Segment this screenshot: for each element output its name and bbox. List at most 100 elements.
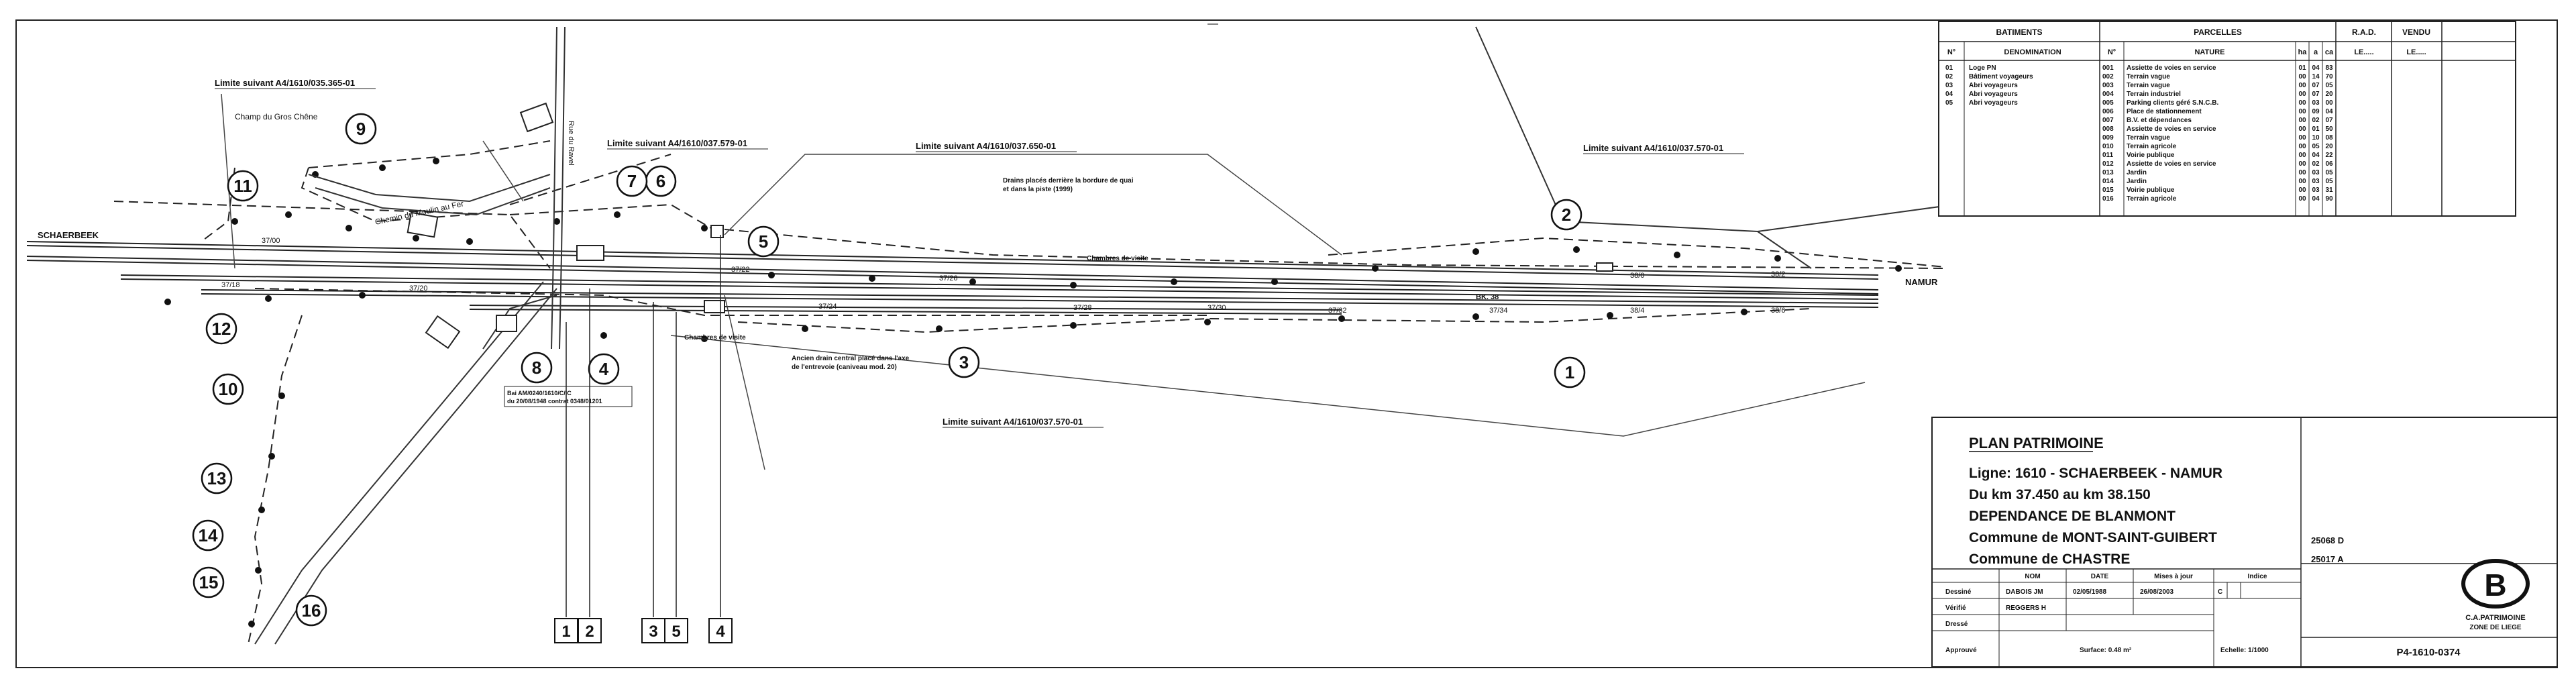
legend-cell: 013 bbox=[2102, 169, 2114, 176]
legend-cell: 07 bbox=[2312, 82, 2320, 89]
building-small bbox=[710, 225, 724, 238]
legend-cell: 14 bbox=[2312, 73, 2320, 81]
sign-role: Vérifié bbox=[1945, 604, 1966, 612]
legend-cell: Abri voyageurs bbox=[1969, 82, 2018, 89]
legend-cell: 05 bbox=[2325, 169, 2333, 176]
legend-n: N° bbox=[2108, 48, 2116, 56]
legend-cell: 00 bbox=[2298, 91, 2306, 98]
parcel-marker: 12 bbox=[205, 313, 237, 345]
note-ancien: Ancien drain central placé dans l'axe bbox=[792, 355, 910, 362]
legend-batiments: BATIMENTS bbox=[1996, 28, 2042, 37]
legend-cell: 02 bbox=[2312, 160, 2320, 168]
label-rue: Rue du Ravel bbox=[567, 121, 575, 166]
legend-cell: 20 bbox=[2325, 143, 2333, 150]
limit-label: Limite suivant A4/1610/037.579-01 bbox=[607, 138, 747, 148]
legend-cell: 83 bbox=[2325, 64, 2333, 72]
building-sw bbox=[425, 315, 461, 350]
legend-cell: 00 bbox=[2298, 178, 2306, 185]
legend-cell: 00 bbox=[2298, 169, 2306, 176]
legend-cell: 04 bbox=[2325, 108, 2333, 115]
km-label: 37/26 bbox=[939, 274, 958, 282]
legend-cell: 22 bbox=[2325, 152, 2333, 159]
legend-cell: 01 bbox=[1945, 64, 1953, 72]
place-namur: NAMUR bbox=[1905, 277, 1938, 287]
legend-cell: Terrain industriel bbox=[2127, 91, 2181, 98]
legend-parcelles: PARCELLES bbox=[2194, 28, 2242, 37]
svg-text:12: 12 bbox=[212, 319, 231, 339]
km-label: 37/18 bbox=[221, 281, 240, 289]
legend-ca: ca bbox=[2325, 48, 2334, 56]
code-a: 25068 D bbox=[2311, 535, 2344, 545]
legend-cell: 00 bbox=[2298, 99, 2306, 107]
bottom-box: 2 bbox=[578, 618, 602, 643]
legend-cell: 05 bbox=[2325, 82, 2333, 89]
legend-cell: Terrain agricole bbox=[2127, 143, 2177, 150]
svg-text:7: 7 bbox=[627, 171, 637, 191]
echelle: Echelle: 1/1000 bbox=[2220, 647, 2269, 654]
km-label: 37/32 bbox=[1328, 307, 1347, 315]
legend-cell: 31 bbox=[2325, 187, 2333, 194]
roads bbox=[254, 26, 1980, 645]
legend-cell: 006 bbox=[2102, 108, 2114, 115]
legend-cell: 00 bbox=[2325, 99, 2333, 107]
bottom-box: 5 bbox=[664, 618, 688, 643]
info-line: Commune de MONT-SAINT-GUIBERT bbox=[1969, 530, 2217, 545]
info-line: Ligne: 1610 - SCHAERBEEK - NAMUR bbox=[1969, 466, 2222, 481]
building-shelter bbox=[704, 300, 725, 313]
svg-text:10: 10 bbox=[219, 379, 238, 399]
legend-cell: Place de stationnement bbox=[2127, 108, 2202, 115]
legend-cell: 00 bbox=[2298, 152, 2306, 159]
parcel-marker: 16 bbox=[295, 594, 327, 627]
legend-cell: Loge PN bbox=[1969, 64, 1996, 72]
sign-date: 02/05/1988 bbox=[2073, 588, 2106, 596]
note-bail: Bai AM/0240/1610/C/IC bbox=[507, 390, 572, 397]
survey-points bbox=[164, 158, 1902, 627]
place-schaerbeek: SCHAERBEEK bbox=[38, 230, 99, 240]
parcel-marker: 7 bbox=[616, 165, 648, 197]
legend-cell: 00 bbox=[2298, 108, 2306, 115]
svg-text:1: 1 bbox=[561, 623, 570, 641]
parcel-marker: 10 bbox=[212, 373, 244, 405]
bottom-box: 4 bbox=[708, 618, 733, 643]
buildings bbox=[407, 102, 1613, 350]
legend-cell: 01 bbox=[2298, 64, 2306, 72]
sign-role: Dressé bbox=[1945, 621, 1968, 628]
legend-cell: 010 bbox=[2102, 143, 2114, 150]
legend-cell: 20 bbox=[2325, 91, 2333, 98]
legend-cell: 003 bbox=[2102, 82, 2114, 89]
sncb-logo: B C.A.PATRIMOINE ZONE DE LIEGE bbox=[2461, 559, 2530, 631]
sign-mise: 26/08/2003 bbox=[2140, 588, 2174, 596]
svg-text:1: 1 bbox=[1565, 362, 1574, 382]
note-drains: Drains placés derrière la bordure de qua… bbox=[1003, 177, 1134, 185]
legend-cell: Assiette de voies en service bbox=[2127, 160, 2216, 168]
km-label: 37/00 bbox=[262, 237, 280, 245]
limit-lines bbox=[221, 93, 1866, 470]
legend-cell: 03 bbox=[2312, 99, 2320, 107]
legend-cell: 03 bbox=[2312, 187, 2320, 194]
km-labels: 37/00 37/18 37/20 37/22 37/24 37/26 37/2… bbox=[221, 237, 1785, 315]
note-ancien: de l'entrevoie (caniveau mod. 20) bbox=[792, 364, 897, 371]
svg-text:5: 5 bbox=[759, 231, 768, 252]
legend-cell: 002 bbox=[2102, 73, 2114, 81]
svg-text:15: 15 bbox=[199, 572, 219, 592]
legend-cell: 06 bbox=[2325, 160, 2333, 168]
km-label: 37/20 bbox=[409, 284, 428, 293]
logo-line: ZONE DE LIEGE bbox=[2469, 624, 2522, 631]
legend-cell: 03 bbox=[2312, 178, 2320, 185]
parcel-marker: 13 bbox=[201, 462, 233, 494]
legend-cell: 00 bbox=[2298, 195, 2306, 203]
parcel-marker: 3 bbox=[948, 346, 980, 378]
legend-rad: R.A.D. bbox=[2352, 28, 2376, 37]
legend-cell: 09 bbox=[2312, 108, 2320, 115]
building-loge bbox=[1596, 262, 1613, 272]
legend-cell: 00 bbox=[2298, 117, 2306, 124]
svg-text:4: 4 bbox=[716, 623, 725, 641]
legend-cell: 00 bbox=[2298, 134, 2306, 142]
legend-cell: 07 bbox=[2325, 117, 2333, 124]
legend-cell: 04 bbox=[2312, 64, 2320, 72]
sign-indice: C bbox=[2218, 588, 2222, 596]
legend-cell: Abri voyageurs bbox=[1969, 99, 2018, 107]
parcel-marker: 15 bbox=[193, 566, 225, 598]
logo-letter: B bbox=[2484, 568, 2506, 602]
label-bk: BK. 38 bbox=[1476, 293, 1499, 301]
